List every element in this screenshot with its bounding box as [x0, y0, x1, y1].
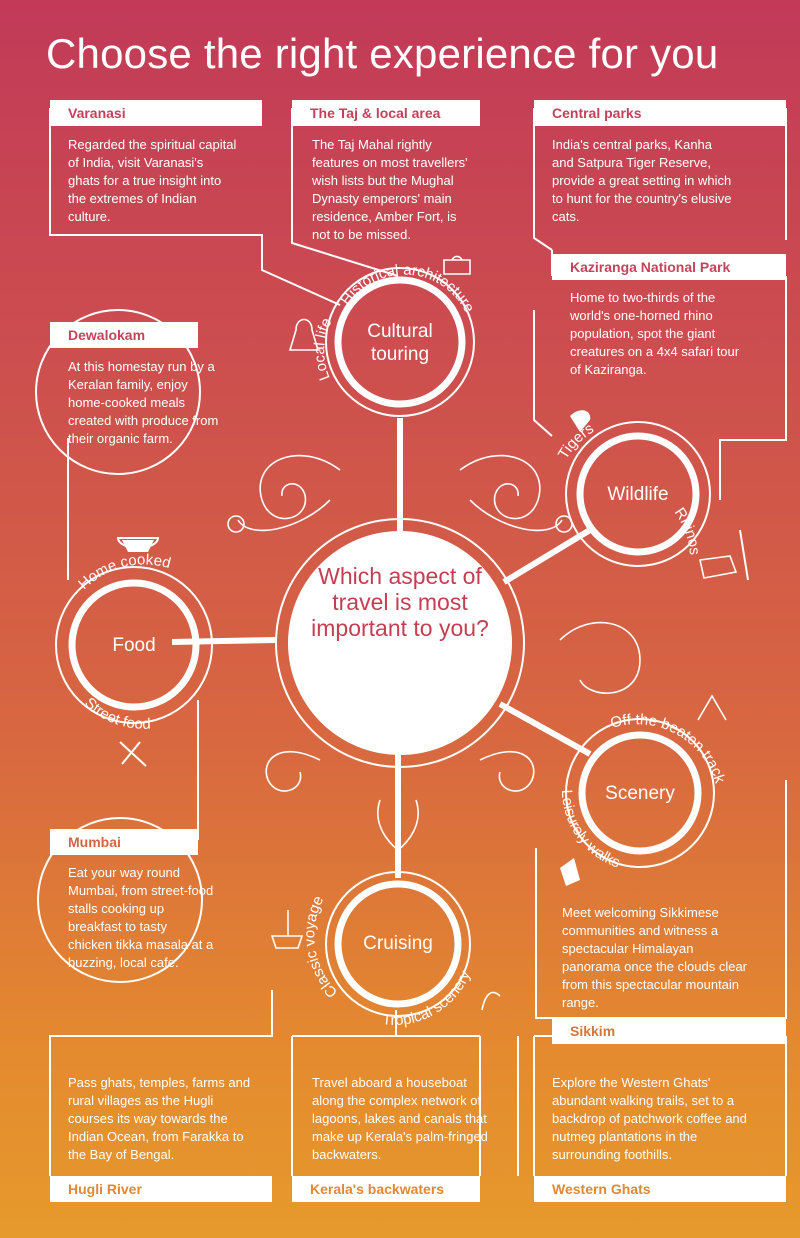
label-dewalokam: Dewalokam — [50, 322, 198, 348]
label-mumbai: Mumbai — [50, 829, 198, 855]
hub-food: Food — [112, 635, 156, 656]
label-taj: The Taj & local area — [292, 100, 480, 126]
hub-cruising: Cruising — [363, 933, 433, 954]
label-western-ghats: Western Ghats — [534, 1176, 786, 1202]
desc-kerala-backwaters: Travel aboard a houseboat along the comp… — [312, 1075, 488, 1162]
desc-western-ghats: Explore the Western Ghats' abundant walk… — [552, 1075, 747, 1162]
desc-mumbai: Eat your way round Mumbai, from street-f… — [68, 865, 214, 970]
desc-hugli-river: Pass ghats, temples, farms and rural vil… — [68, 1075, 251, 1162]
arc-local-life: Local life — [311, 315, 335, 382]
hub-wildlife: Wildlife — [607, 484, 669, 505]
hub-cultural-touring: Cultural touring — [367, 321, 433, 365]
desc-central-parks: India's central parks, Kanha and Satpura… — [552, 137, 732, 224]
label-varanasi: Varanasi — [50, 100, 262, 126]
desc-kaziranga: Home to two-thirds of the world's one-ho… — [570, 290, 740, 377]
arc-historical-architecture: Historical architecture — [337, 261, 477, 315]
label-kaziranga: Kaziranga National Park — [552, 254, 786, 280]
label-sikkim: Sikkim — [552, 1018, 786, 1044]
arc-street-food: Street food — [81, 694, 151, 732]
label-hugli-river: Hugli River — [50, 1176, 272, 1202]
label-kerala-backwaters: Kerala's backwaters — [292, 1176, 480, 1202]
desc-sikkim: Meet welcoming Sikkimese communities and… — [562, 905, 748, 1010]
page-title: Choose the right experience for you — [46, 30, 719, 77]
hub-scenery: Scenery — [605, 783, 675, 804]
desc-dewalokam: At this homestay run by a Keralan family… — [68, 359, 219, 446]
label-central-parks: Central parks — [534, 100, 786, 126]
center-question: Which aspect of travel is most important… — [311, 563, 489, 641]
desc-varanasi: Regarded the spiritual capital of India,… — [68, 137, 237, 224]
arc-rhinos: Rhinos — [671, 505, 703, 556]
arc-off-the-beaten-track: Off the beaten track — [609, 711, 729, 786]
desc-taj: The Taj Mahal rightly features on most t… — [312, 137, 468, 242]
